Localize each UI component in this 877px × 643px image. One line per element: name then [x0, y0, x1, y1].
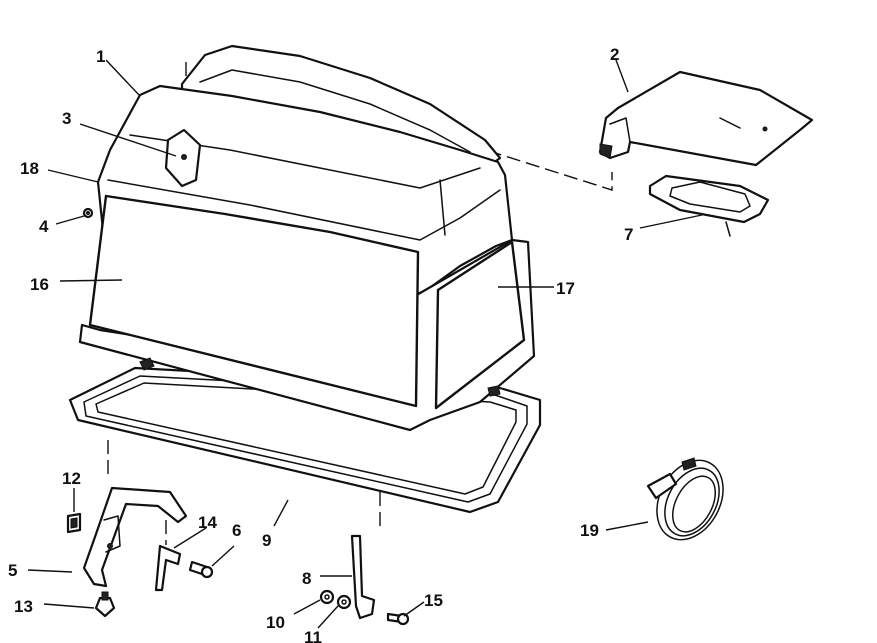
- leader-lines: [27, 59, 703, 629]
- wiring-harness: [646, 457, 724, 541]
- callout-5: 5: [8, 561, 17, 580]
- callout-labels: 1 2 3 4 5 6 7 8 9 10 11 12 13 14 15 16 1…: [8, 45, 633, 643]
- screw-small: [386, 612, 410, 626]
- callout-14: 14: [198, 513, 217, 532]
- grommet: [82, 207, 94, 219]
- cowl-assembly: [78, 44, 536, 432]
- screw: [188, 560, 214, 579]
- callout-13: 13: [14, 597, 33, 616]
- latch-strap: [350, 534, 376, 620]
- callout-11: 11: [304, 628, 322, 643]
- callout-9: 9: [262, 531, 271, 550]
- callout-4: 4: [39, 217, 49, 236]
- mounting-bracket: [82, 486, 188, 588]
- callout-19: 19: [580, 521, 599, 540]
- callout-2: 2: [610, 45, 619, 64]
- callout-8: 8: [302, 569, 311, 588]
- callout-12: 12: [62, 469, 81, 488]
- air-silencer-cover: [598, 70, 814, 167]
- silencer-base: [648, 174, 770, 237]
- rubber-bumper: [94, 591, 116, 618]
- callout-10: 10: [266, 613, 285, 632]
- callout-18: 18: [20, 159, 39, 178]
- callout-1: 1: [96, 47, 105, 66]
- washers: [319, 589, 352, 610]
- retainer-clip: [66, 512, 82, 534]
- callout-15: 15: [424, 591, 443, 610]
- callout-7: 7: [624, 225, 633, 244]
- latch-plate: [154, 544, 182, 592]
- callout-16: 16: [30, 275, 49, 294]
- callout-6: 6: [232, 521, 241, 540]
- callout-17: 17: [556, 279, 575, 298]
- callout-3: 3: [62, 109, 71, 128]
